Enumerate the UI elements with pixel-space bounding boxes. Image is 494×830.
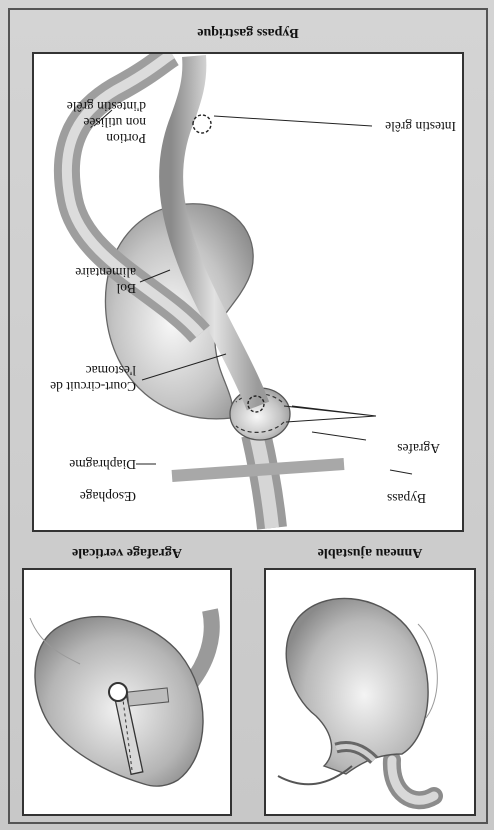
label-portion-1: Portion: [106, 131, 146, 146]
adjustable-band-title: Anneau ajustable: [264, 544, 476, 560]
label-court-circuit-1: Court-circuit de: [50, 379, 136, 394]
vertical-stapling-title: Agrafage verticale: [22, 544, 232, 560]
vertical-stapling-panel: [22, 568, 232, 816]
gastric-bypass-panel: Bypass Agrafes Œsophage Diaphragme Court…: [32, 52, 464, 532]
label-portion-3: d'intestin grêle: [67, 99, 146, 114]
label-agrafes: Agrafes: [397, 441, 440, 456]
label-court-circuit-2: l'estomac: [86, 363, 136, 378]
label-bol-1: Bol: [116, 281, 136, 296]
adjustable-band-panel: [264, 568, 476, 816]
gastric-bypass-title: Bypass gastrique: [32, 24, 464, 40]
vertical-stapling-illustration: [24, 570, 230, 814]
label-portion-2: non utilisée: [83, 115, 146, 130]
label-diaphragme: Diaphragme: [69, 457, 136, 472]
label-bypass: Bypass: [387, 491, 426, 506]
label-intestin: Intestin grêle: [385, 119, 456, 134]
adjustable-band-illustration: [266, 570, 474, 814]
label-oesophage: Œsophage: [80, 489, 136, 504]
label-bol-2: alimentaire: [75, 265, 136, 280]
